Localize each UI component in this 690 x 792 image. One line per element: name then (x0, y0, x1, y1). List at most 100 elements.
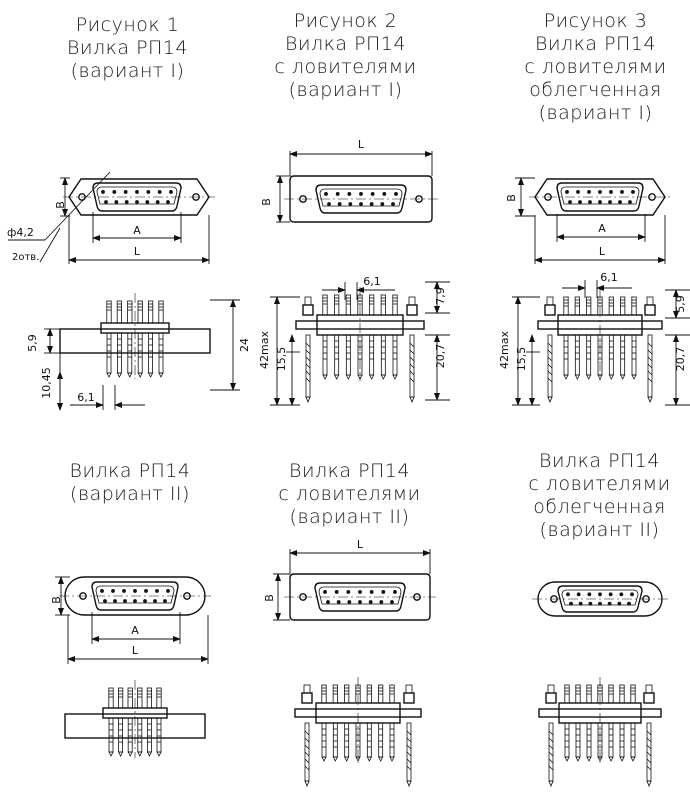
guide-thread (548, 765, 554, 771)
side-views (59, 287, 663, 788)
guide-thread (406, 758, 412, 764)
contact-pin (337, 202, 342, 206)
contact-upper (116, 300, 122, 324)
contact-tip (158, 372, 164, 378)
top-views (59, 175, 671, 621)
contact-tip (332, 756, 338, 762)
dim-pitch-label: 6,1 (600, 271, 618, 284)
contact-pin (324, 192, 328, 196)
contact-tip (586, 374, 592, 380)
caption-fig3-line: с ловителями (524, 56, 667, 78)
guide-thread (647, 377, 653, 383)
guide-tip (406, 780, 412, 788)
contact-tip (147, 372, 154, 378)
contact-pin (326, 600, 330, 604)
contact-pin (578, 200, 582, 204)
contact-tip (137, 372, 143, 378)
guide-thread (547, 342, 553, 348)
contact-pin (631, 190, 635, 194)
guide-thread (646, 730, 652, 736)
contact-lower (564, 722, 570, 758)
dim-20-7-label: 20,7 (674, 347, 687, 372)
guide-head (645, 684, 653, 694)
guide-tip (647, 396, 653, 404)
caption-fig2: Рисунок 2 Вилка РП14 с ловителями (вариа… (258, 10, 433, 102)
guide-thread (646, 758, 652, 764)
contact-pin (617, 601, 622, 606)
guide-thread (647, 356, 653, 362)
contact-tip (357, 374, 363, 380)
guide-head (303, 684, 311, 694)
contact-pin (133, 599, 137, 603)
guide-nut (301, 692, 313, 704)
caption-fig6: Вилка РП14 с ловителями облегченная (вар… (512, 450, 687, 542)
dim-l-label: L (357, 538, 364, 551)
contact-lower (586, 722, 592, 758)
contact-pin (576, 592, 581, 597)
guide-thread (409, 370, 415, 376)
leader-line (39, 227, 61, 263)
contact-pin (113, 599, 117, 603)
contact-pin (101, 190, 105, 194)
contact-pin (587, 592, 592, 597)
contact-tip (378, 756, 384, 762)
contact-pin (163, 599, 167, 603)
insert-inner (561, 589, 639, 606)
guide-thread (305, 356, 311, 362)
contact-upper (380, 294, 386, 316)
contact-upper (158, 300, 164, 324)
guide-thread (547, 349, 553, 355)
guide-thread (646, 744, 652, 750)
contact-lower (108, 717, 114, 753)
contact-tip (630, 756, 636, 762)
insert-outline (91, 581, 179, 611)
dimension-lines (8, 151, 690, 664)
contact-tip (127, 372, 133, 378)
contact-pin (608, 592, 613, 597)
contact-pin (111, 589, 115, 593)
contact-upper (392, 294, 398, 316)
contact-pin (382, 192, 387, 196)
contact-lower (146, 717, 152, 753)
contact-tip (345, 374, 351, 380)
guide-nut (403, 692, 415, 704)
contact-pin (104, 200, 108, 204)
contact-lower (630, 722, 636, 758)
caption-fig2-line: Вилка РП14 (285, 33, 406, 55)
guide-tip (304, 780, 310, 788)
contact-lower (619, 722, 625, 758)
insert-outline (92, 182, 182, 212)
guide-tip (547, 396, 553, 404)
contact-pin (157, 190, 162, 194)
contact-pin (153, 599, 157, 603)
insert-inner (560, 186, 640, 205)
contact-pin (169, 190, 173, 194)
guide-head (408, 296, 416, 306)
insert-outline (315, 184, 407, 214)
contact-upper (127, 687, 133, 709)
dim-b-label: B (505, 194, 518, 202)
contact-tip (106, 372, 112, 378)
guide-head (304, 296, 312, 306)
guide-thread (409, 356, 415, 362)
insert-outline (314, 582, 406, 612)
contact-pin (155, 200, 160, 204)
contact-pin (100, 589, 104, 593)
contact-upper (156, 687, 162, 709)
contact-upper (127, 300, 133, 324)
dim-a-label: A (133, 224, 141, 237)
guide-thread (305, 342, 311, 348)
dim-pitch-label: 6,1 (363, 275, 381, 288)
dim-a-label: A (131, 624, 139, 637)
contact-pin (335, 192, 340, 196)
caption-fig6-line: (вариант II) (539, 519, 660, 541)
contact-upper (147, 300, 154, 324)
dim-l-label: L (599, 245, 606, 258)
contact-lower (118, 717, 123, 753)
contact-pin (598, 601, 602, 606)
guide-tip (548, 780, 554, 788)
contact-tip (631, 374, 637, 380)
contact-pin (135, 200, 139, 204)
caption-fig4-line: Вилка РП14 (69, 460, 191, 482)
